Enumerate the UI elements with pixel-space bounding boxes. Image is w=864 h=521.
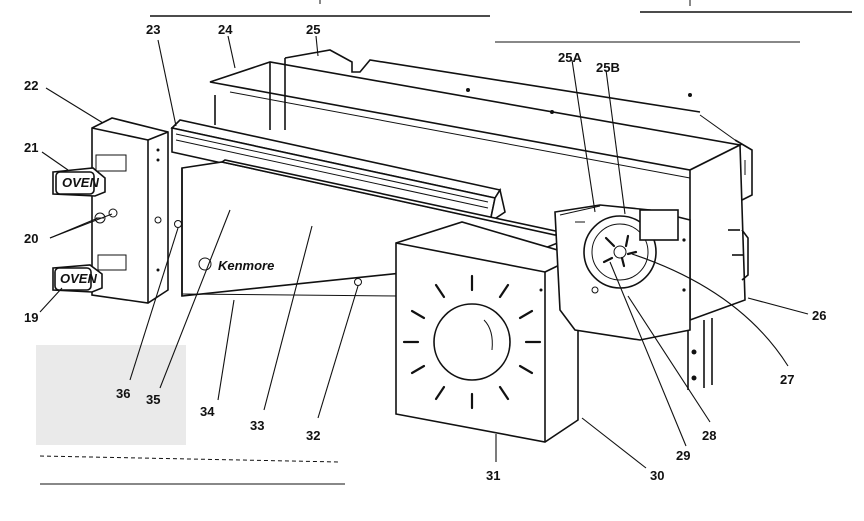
callout-21: 21 <box>24 140 38 155</box>
callout-31: 31 <box>486 468 500 483</box>
scan-smudge <box>36 345 345 485</box>
clock-face <box>395 221 579 443</box>
callout-25a: 25A <box>558 50 582 65</box>
callout-35: 35 <box>146 392 160 407</box>
oven-button-lower: OVEN <box>52 264 103 293</box>
callout-19: 19 <box>24 310 38 325</box>
callout-20: 20 <box>24 231 38 246</box>
callout-24: 24 <box>218 22 233 37</box>
brand-script-label: Kenmore <box>218 258 274 273</box>
oven-button-upper: OVEN <box>52 167 106 197</box>
callout-30: 30 <box>650 468 664 483</box>
callout-28: 28 <box>702 428 716 443</box>
callout-labels: 22 21 20 19 23 24 25 25A 25B 26 27 28 29… <box>24 22 826 483</box>
leader-lines <box>39 35 809 469</box>
left-bracket <box>91 117 169 304</box>
callout-25b: 25B <box>596 60 620 75</box>
callout-25: 25 <box>306 22 320 37</box>
callout-27: 27 <box>780 372 794 387</box>
top-border-lines <box>150 0 852 43</box>
clock-motor-assembly <box>554 204 691 341</box>
oven-button-upper-label: OVEN <box>62 175 99 190</box>
callout-34: 34 <box>200 404 215 419</box>
callout-26: 26 <box>812 308 826 323</box>
callout-36: 36 <box>116 386 130 401</box>
back-housing <box>209 49 753 390</box>
callout-29: 29 <box>676 448 690 463</box>
clock-hour-marks <box>402 274 542 410</box>
callout-23: 23 <box>146 22 160 37</box>
callout-33: 33 <box>250 418 264 433</box>
screws <box>94 208 118 224</box>
callout-22: 22 <box>24 78 38 93</box>
oven-button-lower-label: OVEN <box>60 271 97 286</box>
trim-strip <box>170 119 506 224</box>
callout-32: 32 <box>306 428 320 443</box>
